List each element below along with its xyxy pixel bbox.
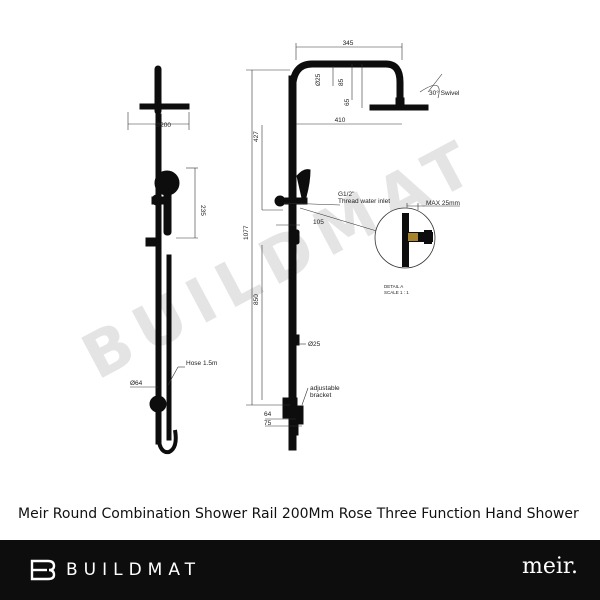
dim-235: 235: [199, 205, 206, 216]
dim-65: 65: [344, 98, 351, 106]
adjustable-label: adjustable: [310, 385, 340, 392]
side-view-dimensions: [127, 112, 198, 388]
dim-d64: Ø64: [130, 380, 143, 387]
dim-hose: Hose 1.5m: [186, 360, 217, 367]
dim-410: 410: [335, 117, 346, 124]
dim-345: 345: [343, 40, 354, 47]
buildmat-logo[interactable]: BUILDMAT: [30, 556, 201, 584]
front-view: [274, 60, 429, 451]
dim-d25-top: Ø25: [315, 73, 322, 86]
footer-bar: BUILDMAT meir.: [0, 540, 600, 600]
meir-brand-logo[interactable]: meir.: [521, 554, 578, 579]
buildmat-logo-icon: [30, 559, 56, 581]
technical-drawing: BUILDMAT Ø200 235 Hose 1.5m Ø6: [70, 40, 492, 455]
front-view-dimensions: [246, 43, 460, 427]
dim-75: 75: [264, 420, 272, 427]
dim-427: 427: [253, 131, 260, 142]
bracket-label: bracket: [310, 392, 332, 399]
dim-d200: Ø200: [155, 122, 171, 129]
detail-a: [374, 207, 436, 269]
dim-850: 850: [253, 294, 260, 305]
dim-max25: MAX 25mm: [426, 200, 460, 207]
buildmat-logo-text: BUILDMAT: [66, 560, 202, 580]
dim-105: 105: [313, 219, 324, 226]
dim-64: 64: [264, 411, 272, 418]
detail-scale: SCALE 1 : 1: [384, 290, 409, 295]
side-view: [139, 65, 190, 455]
dim-1077: 1077: [243, 225, 250, 240]
detail-label: DETAIL A: [384, 284, 403, 289]
product-caption: Meir Round Combination Shower Rail 200Mm…: [18, 506, 579, 522]
dim-d25-rail: Ø25: [308, 341, 321, 348]
dim-85: 85: [338, 78, 345, 86]
inlet-text: Thread water inlet: [338, 198, 390, 205]
inlet-size: G1/2": [338, 191, 355, 198]
dim-swivel: 30° Swivel: [429, 89, 460, 97]
watermark-text: BUILDMAT: [70, 123, 492, 393]
